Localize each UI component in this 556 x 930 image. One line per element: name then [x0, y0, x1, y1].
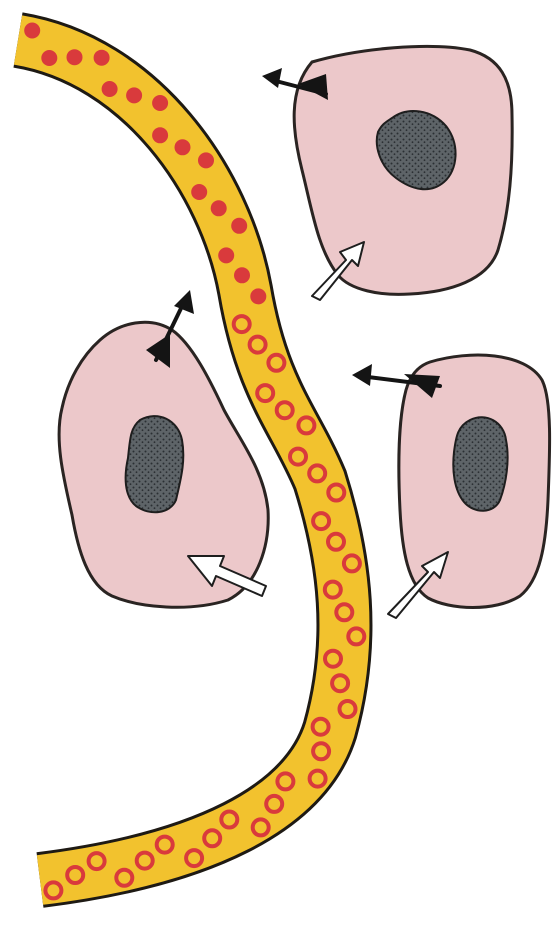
red-blood-cell [268, 355, 284, 371]
red-blood-cell [89, 853, 105, 869]
red-blood-cell [221, 812, 237, 828]
red-blood-cell [336, 604, 352, 620]
red-blood-cell [152, 127, 168, 143]
red-blood-cell [24, 23, 40, 39]
red-blood-cell [116, 870, 132, 886]
red-blood-cell [126, 87, 142, 103]
red-blood-cell [298, 417, 314, 433]
red-blood-cell [234, 316, 250, 332]
red-blood-cell [211, 200, 227, 216]
red-blood-cell [137, 853, 153, 869]
red-blood-cell [218, 247, 234, 263]
red-blood-cell [277, 402, 293, 418]
nucleus [126, 416, 184, 512]
red-blood-cell [186, 850, 202, 866]
red-blood-cell [250, 337, 266, 353]
red-blood-cell [257, 385, 273, 401]
red-blood-cell [277, 773, 293, 789]
red-blood-cell [102, 81, 118, 97]
red-blood-cell [234, 267, 250, 283]
red-blood-cell [204, 830, 220, 846]
red-blood-cell [266, 796, 282, 812]
red-blood-cell [253, 819, 269, 835]
red-blood-cell [290, 449, 306, 465]
red-blood-cell [45, 882, 61, 898]
red-blood-cell [313, 719, 329, 735]
red-blood-cell [344, 555, 360, 571]
red-blood-cell [328, 534, 344, 550]
red-blood-cell [231, 218, 247, 234]
red-blood-cell [313, 743, 329, 759]
red-blood-cell [348, 628, 364, 644]
red-blood-cell [152, 95, 168, 111]
red-blood-cell [250, 288, 266, 304]
red-blood-cell [310, 771, 326, 787]
cell-top-right [294, 46, 512, 294]
red-blood-cell [94, 50, 110, 66]
red-blood-cell [198, 152, 214, 168]
red-blood-cell [309, 465, 325, 481]
red-blood-cell [41, 50, 57, 66]
red-blood-cell [67, 867, 83, 883]
red-blood-cell [191, 184, 207, 200]
red-blood-cell [325, 582, 341, 598]
red-blood-cell [328, 485, 344, 501]
nucleus [453, 417, 507, 511]
red-blood-cell [340, 701, 356, 717]
red-blood-cell [67, 49, 83, 65]
red-blood-cell [175, 139, 191, 155]
cell-bottom-right [399, 355, 550, 607]
red-blood-cell [157, 837, 173, 853]
red-blood-cell [325, 651, 341, 667]
red-blood-cell [332, 675, 348, 691]
red-blood-cell [313, 513, 329, 529]
